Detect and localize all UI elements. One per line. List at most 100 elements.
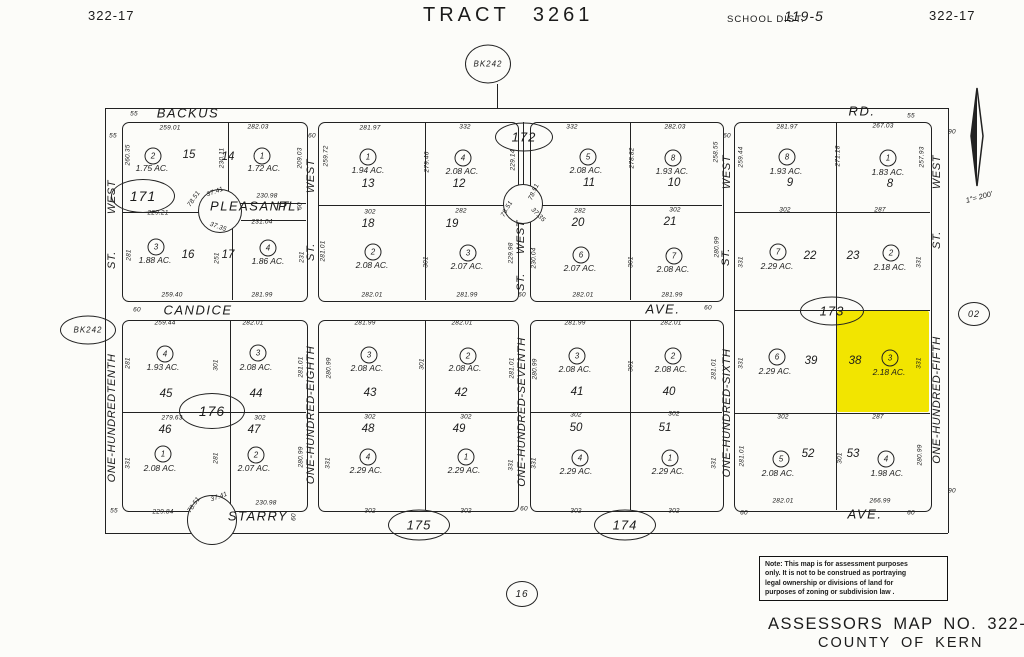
- map-label: 302: [254, 414, 266, 422]
- parcel-assessment-circle: 1: [879, 149, 897, 167]
- map-label: 55: [110, 507, 118, 515]
- map-label: 231.04: [251, 218, 273, 226]
- map-label: 280.99: [325, 357, 333, 379]
- map-label: 2.08 AC.: [448, 363, 482, 373]
- map-label: 1.93 AC.: [146, 362, 180, 372]
- map-label: 301: [627, 256, 635, 268]
- block-number-oval: 16: [506, 581, 538, 607]
- map-label: 331: [124, 457, 132, 469]
- map-label: 301: [836, 452, 844, 464]
- map-line: [425, 320, 427, 510]
- map-label: 16: [181, 249, 195, 261]
- culdesac-bulb: [198, 189, 242, 233]
- map-label: 53: [846, 448, 860, 460]
- map-line: [232, 228, 234, 300]
- map-label: 60: [296, 202, 304, 210]
- map-label: ONE-HUNDRED-EIGHTH: [305, 345, 317, 485]
- map-label: 331: [507, 459, 515, 471]
- map-label: 281.97: [359, 124, 381, 132]
- parcel-assessment-circle: 3: [459, 244, 477, 262]
- map-label: PL.: [277, 198, 303, 214]
- map-label: 60: [704, 304, 712, 312]
- map-line: [105, 108, 948, 110]
- map-line: [241, 220, 306, 222]
- map-label: 20: [571, 217, 585, 229]
- map-label: 1.83 AC.: [871, 167, 905, 177]
- map-label: PLEASANT: [210, 198, 290, 214]
- parcel-assessment-circle: 4: [359, 448, 377, 466]
- map-label: 301: [422, 256, 430, 268]
- map-label: 281.99: [354, 319, 376, 327]
- map-label: AVE.: [645, 301, 681, 317]
- map-label: 230.98: [256, 192, 278, 200]
- map-label: WEST: [931, 154, 943, 190]
- parcel-assessment-circle: 2: [459, 347, 477, 365]
- map-label: 90: [948, 128, 956, 136]
- map-label: 18: [361, 218, 375, 230]
- map-label: 281.01: [508, 357, 516, 379]
- map-label: 60: [133, 306, 141, 314]
- map-label: ONE-HUNDREDTENTH: [106, 353, 118, 483]
- map-line: [523, 122, 525, 188]
- map-label: 281: [125, 249, 133, 261]
- map-label: 229.84: [152, 508, 174, 516]
- map-label: 260.35: [124, 144, 132, 166]
- map-line: [630, 122, 632, 300]
- map-label: ST.: [305, 243, 317, 261]
- culdesac-bulb: [503, 184, 543, 224]
- map-label: 2.08 AC.: [656, 264, 690, 274]
- school-district-value: 119-5: [784, 8, 824, 24]
- map-label: 55: [130, 110, 138, 118]
- map-label: WEST: [106, 179, 118, 215]
- map-label: 302: [777, 413, 789, 421]
- map-label: 331: [324, 457, 332, 469]
- map-label: 302: [364, 413, 376, 421]
- assessment-note-box: Note: This map is for assessment purpose…: [759, 556, 948, 601]
- map-label: 332: [566, 123, 578, 131]
- north-arrow-icon: [970, 87, 984, 187]
- school-district-label: SCHOOL DIST.: [727, 14, 805, 25]
- parcel-assessment-circle: 1: [457, 448, 475, 466]
- map-label: 1.75 AC.: [135, 163, 169, 173]
- note-line: only. It is not to be construed as portr…: [765, 570, 907, 578]
- map-label: 51: [658, 422, 672, 434]
- map-label: 15: [182, 149, 196, 161]
- map-label: 281: [212, 452, 220, 464]
- county-name: COUNTY OF KERN: [818, 635, 984, 651]
- map-label: RD.: [848, 103, 876, 119]
- map-label: 2.29 AC.: [447, 465, 481, 475]
- parcel-assessment-circle: 3: [881, 349, 899, 367]
- map-label: ONE-HUNDRED-SIXTH: [721, 348, 733, 478]
- map-label: 301: [627, 360, 635, 372]
- map-label: 280.99: [297, 446, 305, 468]
- map-label: 259.01: [159, 124, 181, 132]
- map-label: 281.01: [319, 240, 327, 262]
- map-label: 302: [364, 208, 376, 216]
- block-number-oval: 02: [958, 302, 990, 326]
- map-label: 302: [570, 507, 582, 515]
- map-label: 279.63: [161, 414, 183, 422]
- map-line: [318, 412, 517, 414]
- map-label: 44: [249, 388, 263, 400]
- map-label: 43: [363, 387, 377, 399]
- block-outline: [318, 122, 519, 302]
- map-label: 60: [907, 509, 915, 517]
- parcel-assessment-circle: 1: [253, 147, 271, 165]
- map-label: 2.29 AC.: [559, 466, 593, 476]
- parcel-assessment-circle: 5: [772, 450, 790, 468]
- map-label: 2.29 AC.: [349, 465, 383, 475]
- assessors-map-number: ASSESSORS MAP NO. 322-17: [768, 615, 1024, 633]
- parcel-assessment-circle: 2: [247, 446, 265, 464]
- map-line: [228, 122, 230, 203]
- block-number-oval: 176: [179, 393, 245, 429]
- map-label: ONE-HUNDRED-FIFTH: [931, 336, 943, 464]
- note-line: purposes of zoning or subdivision law .: [765, 588, 895, 596]
- page-title: TRACT 3261: [423, 4, 594, 26]
- map-label: 302: [669, 206, 681, 214]
- map-label: 2.07 AC.: [450, 261, 484, 271]
- parcel-assessment-circle: 2: [882, 244, 900, 262]
- map-label: 50: [569, 422, 583, 434]
- map-label: 301: [418, 358, 426, 370]
- map-label: ONE-HUNDRED-SEVENTH: [516, 337, 528, 487]
- block-number-oval: BK242: [465, 44, 511, 84]
